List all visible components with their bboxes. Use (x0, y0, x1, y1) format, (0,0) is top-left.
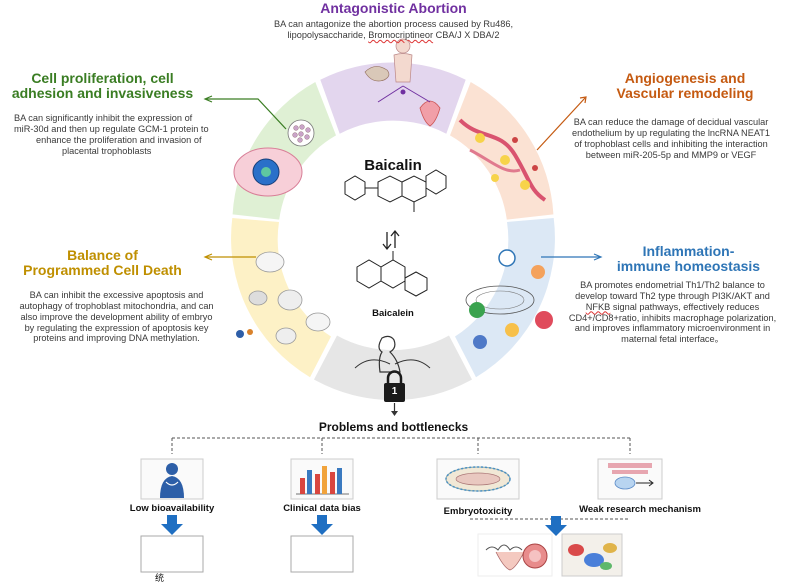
illustration-abortion (364, 38, 441, 127)
balance-title-line2: Programmed Cell Death (23, 262, 182, 279)
problem-label-bioavailability: Low bioavailability (129, 503, 215, 514)
inflammation-desc-line: BA promotes endometrial Th1/Th2 balance … (580, 280, 765, 290)
problem-label-weak-mechanism: Weak research mechanism (579, 504, 701, 515)
down-arrows (161, 515, 567, 536)
problems-title: Problems and bottlenecks (318, 420, 469, 434)
angiogenesis-desc-line: between miR-205-5p and MMP9 or VEGF (585, 149, 757, 160)
problem-label-embryotoxicity: Embryotoxicity (443, 506, 513, 517)
proliferation-desc-line: placental trophoblasts (62, 145, 152, 156)
inflammation-title: Inflammation- immune homeostasis (596, 243, 781, 275)
illustration-angiogenesis (458, 118, 547, 202)
inflammation-desc: BA promotes endometrial Th1/Th2 balance … (560, 280, 785, 345)
antagonistic-desc-line2a: lipopolysaccharide, (287, 29, 369, 40)
problems-tree (171, 437, 631, 520)
angiogenesis-desc-line: of trophoblast cells and inhibiting the … (574, 138, 768, 149)
result-illustration-uterus (477, 533, 553, 577)
segment-orange (450, 82, 554, 220)
down-arrow-icon (311, 515, 333, 535)
inflammation-desc-line: and improves inflammatory microenvironme… (574, 323, 771, 334)
clinical-data-bias-icon (290, 458, 354, 500)
down-arrow-icon (545, 516, 567, 536)
balance-desc-line: BA can inhibit the excessive apoptosis a… (29, 290, 204, 300)
conversion-arrows-icon (382, 229, 400, 251)
inflammation-desc-line: signal pathways, effectively reduces (610, 301, 760, 312)
proliferation-desc-line: enhance the proliferation and invasion o… (36, 134, 202, 145)
inflammation-title-line2: immune homeostasis (616, 258, 761, 275)
antagonistic-desc-line1: BA can antagonize the abortion process c… (273, 19, 514, 29)
result-box-clinical (290, 535, 354, 573)
baicalin-title: Baicalin (364, 157, 422, 174)
inflammation-desc-line: maternal fetal interface。 (621, 334, 724, 345)
balance-cell-death-title: Balance of Programmed Cell Death (0, 247, 205, 279)
balance-desc-line: proteins and improving DNA methylation. (33, 333, 200, 344)
cell-proliferation-desc: BA can significantly inhibit the express… (14, 113, 229, 156)
baicalin-structure (344, 169, 447, 212)
illustration-immune (465, 249, 553, 349)
segment-gray (314, 335, 472, 401)
balance-desc-line: autophagy of trophoblast mitochondria, a… (19, 300, 214, 311)
proliferation-desc-line: miR-30d and then up regulate GCM-1 prote… (14, 123, 209, 134)
balance-cell-death-desc: BA can inhibit the excessive apoptosis a… (10, 290, 223, 344)
antagonistic-abortion-desc: BA can antagonize the abortion process c… (200, 19, 587, 41)
cell-proliferation-title-line2: adhesion and invasiveness (11, 85, 194, 102)
proliferation-desc-line: BA can significantly inhibit the express… (14, 113, 193, 123)
problem-label-clinical: Clinical data bias (283, 503, 361, 514)
inflammation-desc-line: CD4+/CD8+ratio, inhibits macrophage pola… (568, 312, 777, 323)
balance-desc-line: also improve the development ability of … (20, 311, 213, 322)
angiogenesis-title-line1: Angiogenesis and (624, 70, 746, 86)
cell-proliferation-title: Cell proliferation, cell adhesion and in… (0, 70, 205, 102)
illustration-cell-death (236, 251, 331, 345)
embryotoxicity-icon (436, 458, 520, 500)
baicalein-label: Baicalein (372, 308, 414, 319)
segment-blue (455, 218, 555, 378)
angiogenesis-title-line2: Vascular remodeling (616, 85, 754, 102)
segment-purple (320, 62, 466, 134)
angiogenesis-title: Angiogenesis and Vascular remodeling (585, 70, 785, 102)
result-box-bioavailability (140, 535, 204, 573)
balance-title-line1: Balance of (67, 247, 138, 263)
low-bioavailability-icon (140, 458, 204, 500)
weak-research-mechanism-icon (597, 458, 663, 500)
angiogenesis-desc-line: BA can reduce the damage of decidual vas… (573, 117, 769, 127)
result-illustration-heatmap (561, 533, 623, 577)
angiogenesis-desc: BA can reduce the damage of decidual vas… (560, 117, 782, 160)
footer-character: 统 (155, 573, 165, 583)
cell-proliferation-title-line1: Cell proliferation, cell (31, 70, 174, 86)
inflammation-desc-line: develop toward Th2 type through PI3K/AKT… (575, 290, 770, 301)
illustration-proliferation (233, 119, 315, 197)
antagonistic-desc-line2c: CBA/J X DBA/2 (433, 29, 500, 40)
baicalein-structure (356, 251, 428, 297)
illustration-pregnancy-lock (354, 335, 431, 416)
antagonistic-abortion-title: Antagonistic Abortion (320, 0, 467, 16)
inflammation-title-line1: Inflammation- (642, 243, 735, 259)
balance-desc-line: by regulating the expression of apoptosi… (24, 322, 209, 333)
down-arrow-icon (161, 515, 183, 535)
lock-number: 1 (391, 386, 398, 397)
antagonistic-desc-underlined: Bromocriptineor (368, 29, 434, 40)
connector-arrows (203, 95, 603, 261)
inflammation-desc-underlined: NFKB (585, 301, 611, 312)
angiogenesis-desc-line: endothelium by up regulating the lncRNA … (572, 127, 770, 138)
